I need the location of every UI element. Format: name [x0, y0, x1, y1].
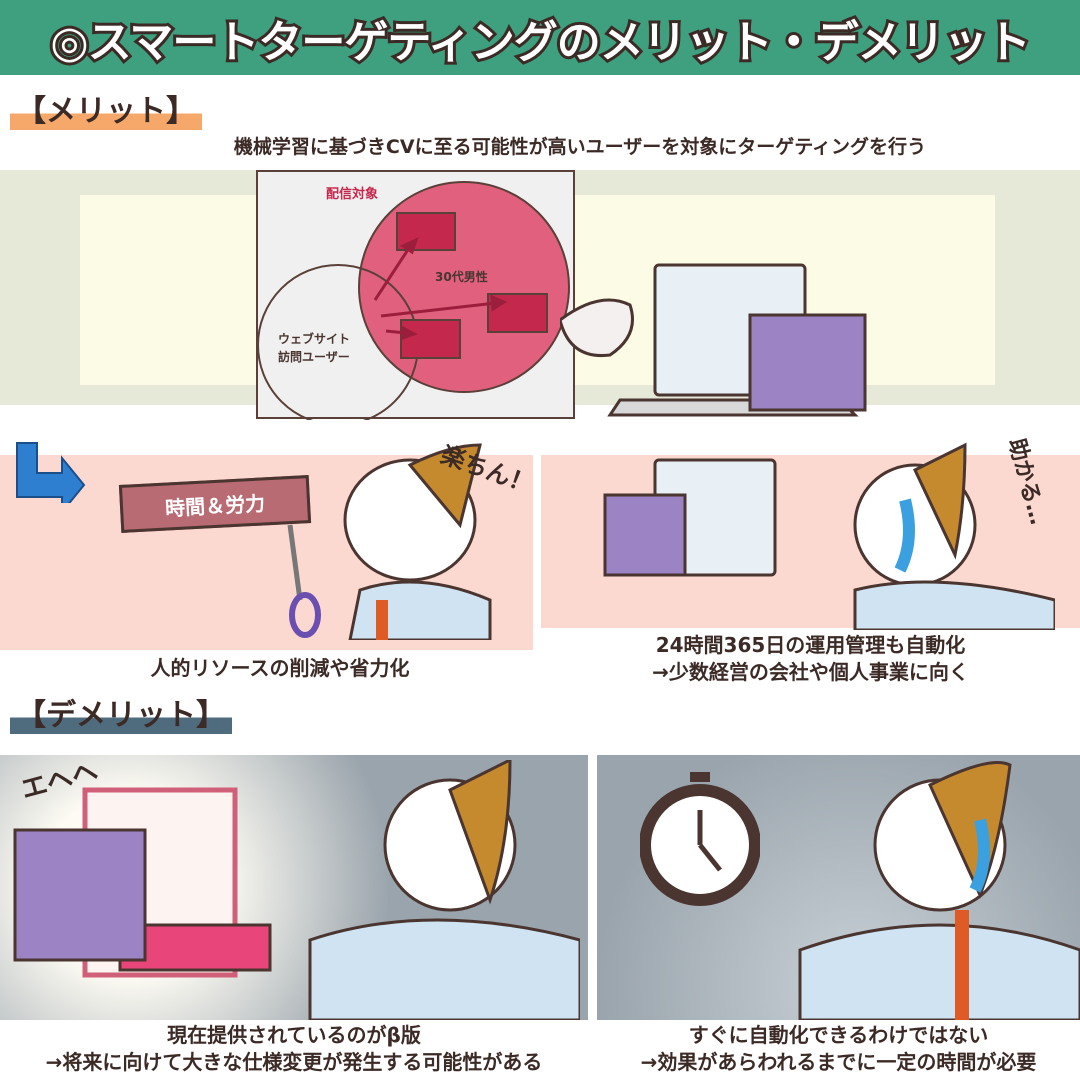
visitors-label-line1: ウェブサイト [278, 332, 351, 346]
target-box [400, 319, 461, 359]
merit-right-caption: 24時間365日の運用管理も自動化 →少数経営の会社や個人事業に向く [541, 632, 1080, 686]
merit-right-caption-line2: →少数経営の会社や個人事業に向く [652, 660, 969, 684]
demerit-right-caption-line1: すぐに自動化できるわけではない [688, 1023, 989, 1047]
visitors-label: ウェブサイト 訪問ユーザー [278, 330, 350, 366]
demerit-left-caption-line1: 現在提供されているのがβ版 [167, 1023, 421, 1047]
laptop-relaxed-illustration [603, 442, 1055, 630]
merit-summary: 機械学習に基づきCVに至る可能性が高いユーザーを対象にターゲティングを行う [233, 136, 927, 158]
target-circle [358, 181, 570, 393]
scissors-icon [287, 524, 321, 638]
merit-heading: 【メリット】 [10, 86, 202, 130]
segment-label: 30代男性 [435, 270, 488, 284]
demerit-right-caption: すぐに自動化できるわけではない →効果があらわれるまでに一定の時間が必要 [597, 1022, 1080, 1076]
arrow-down-right-icon [16, 442, 86, 503]
laptop-illustration [560, 263, 867, 417]
book-icon [603, 493, 687, 577]
page-title: ◎スマートターゲティングのメリット・デメリット [47, 14, 1033, 71]
demerit-heading: 【デメリット】 [10, 690, 232, 734]
demerit-left-caption-line2: →将来に向けて大きな仕様変更が発生する可能性がある [45, 1050, 543, 1074]
character-happy [343, 443, 492, 640]
character-worried [798, 761, 1080, 1020]
title-banner: ◎スマートターゲティングのメリット・デメリット [0, 0, 1080, 75]
alarm-clock-icon [640, 772, 760, 906]
book-icon [13, 828, 147, 962]
visitors-label-line2: 訪問ユーザー [278, 350, 350, 364]
targeting-diagram [256, 170, 575, 420]
merit-left-caption: 人的リソースの削減や省力化 [150, 656, 410, 680]
character-grinning [13, 760, 580, 1020]
demerit-left-caption: 現在提供されているのがβ版 →将来に向けて大きな仕様変更が発生する可能性がある [0, 1022, 588, 1076]
book-icon [748, 313, 867, 412]
hand-icon [560, 298, 634, 358]
demerit-right-caption-line2: →効果があらわれるまでに一定の時間が必要 [640, 1050, 1037, 1074]
target-label: 配信対象 [326, 187, 379, 202]
merit-right-caption-line1: 24時間365日の運用管理も自動化 [655, 633, 966, 657]
